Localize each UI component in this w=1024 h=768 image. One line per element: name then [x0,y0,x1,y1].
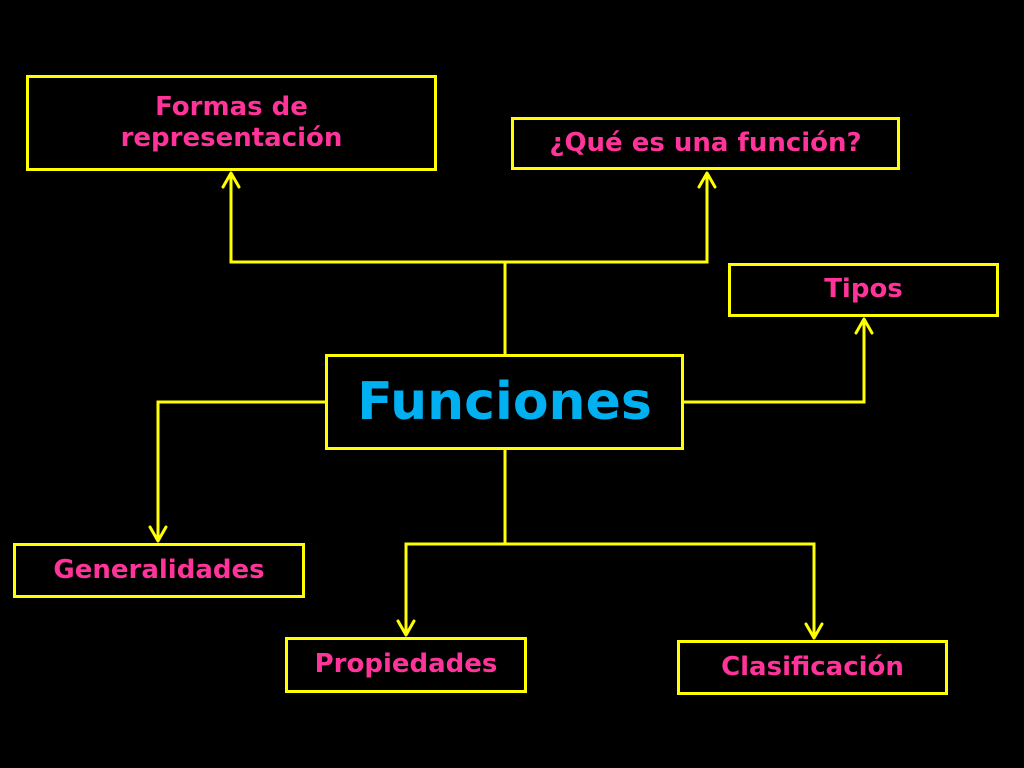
connector-to-tipos [684,319,866,404]
arrowhead-formas [221,171,241,189]
node-clasificacion: Clasificación [677,640,948,695]
connector-to-generalidades [156,400,325,541]
node-label: Tipos [824,274,903,305]
connector-to-propiedades [404,542,505,635]
connector-to-formas [229,173,505,264]
node-label: Formas de representación [120,91,343,153]
node-generalidades: Generalidades [13,543,305,598]
connector-to-clasificacion [505,542,816,638]
node-propiedades: Propiedades [285,637,527,693]
central-node-label: Funciones [357,371,652,432]
node-label: Generalidades [53,554,265,585]
arrowhead-generalidades [148,525,168,543]
arrowhead-propiedades [396,619,416,637]
node-tipos: Tipos [728,263,999,317]
node-label: Clasificación [721,651,904,682]
node-label: ¿Qué es una función? [549,127,862,158]
connector-to-que-es [505,173,709,264]
node-label: Propiedades [314,649,498,680]
arrowhead-tipos [854,317,874,335]
arrowhead-clasificacion [804,622,824,640]
central-node-funciones: Funciones [325,354,684,450]
node-que-es-una-funcion: ¿Qué es una función? [511,117,900,170]
arrowhead-que-es [697,171,717,189]
node-formas-de-representacion: Formas de representación [26,75,437,171]
